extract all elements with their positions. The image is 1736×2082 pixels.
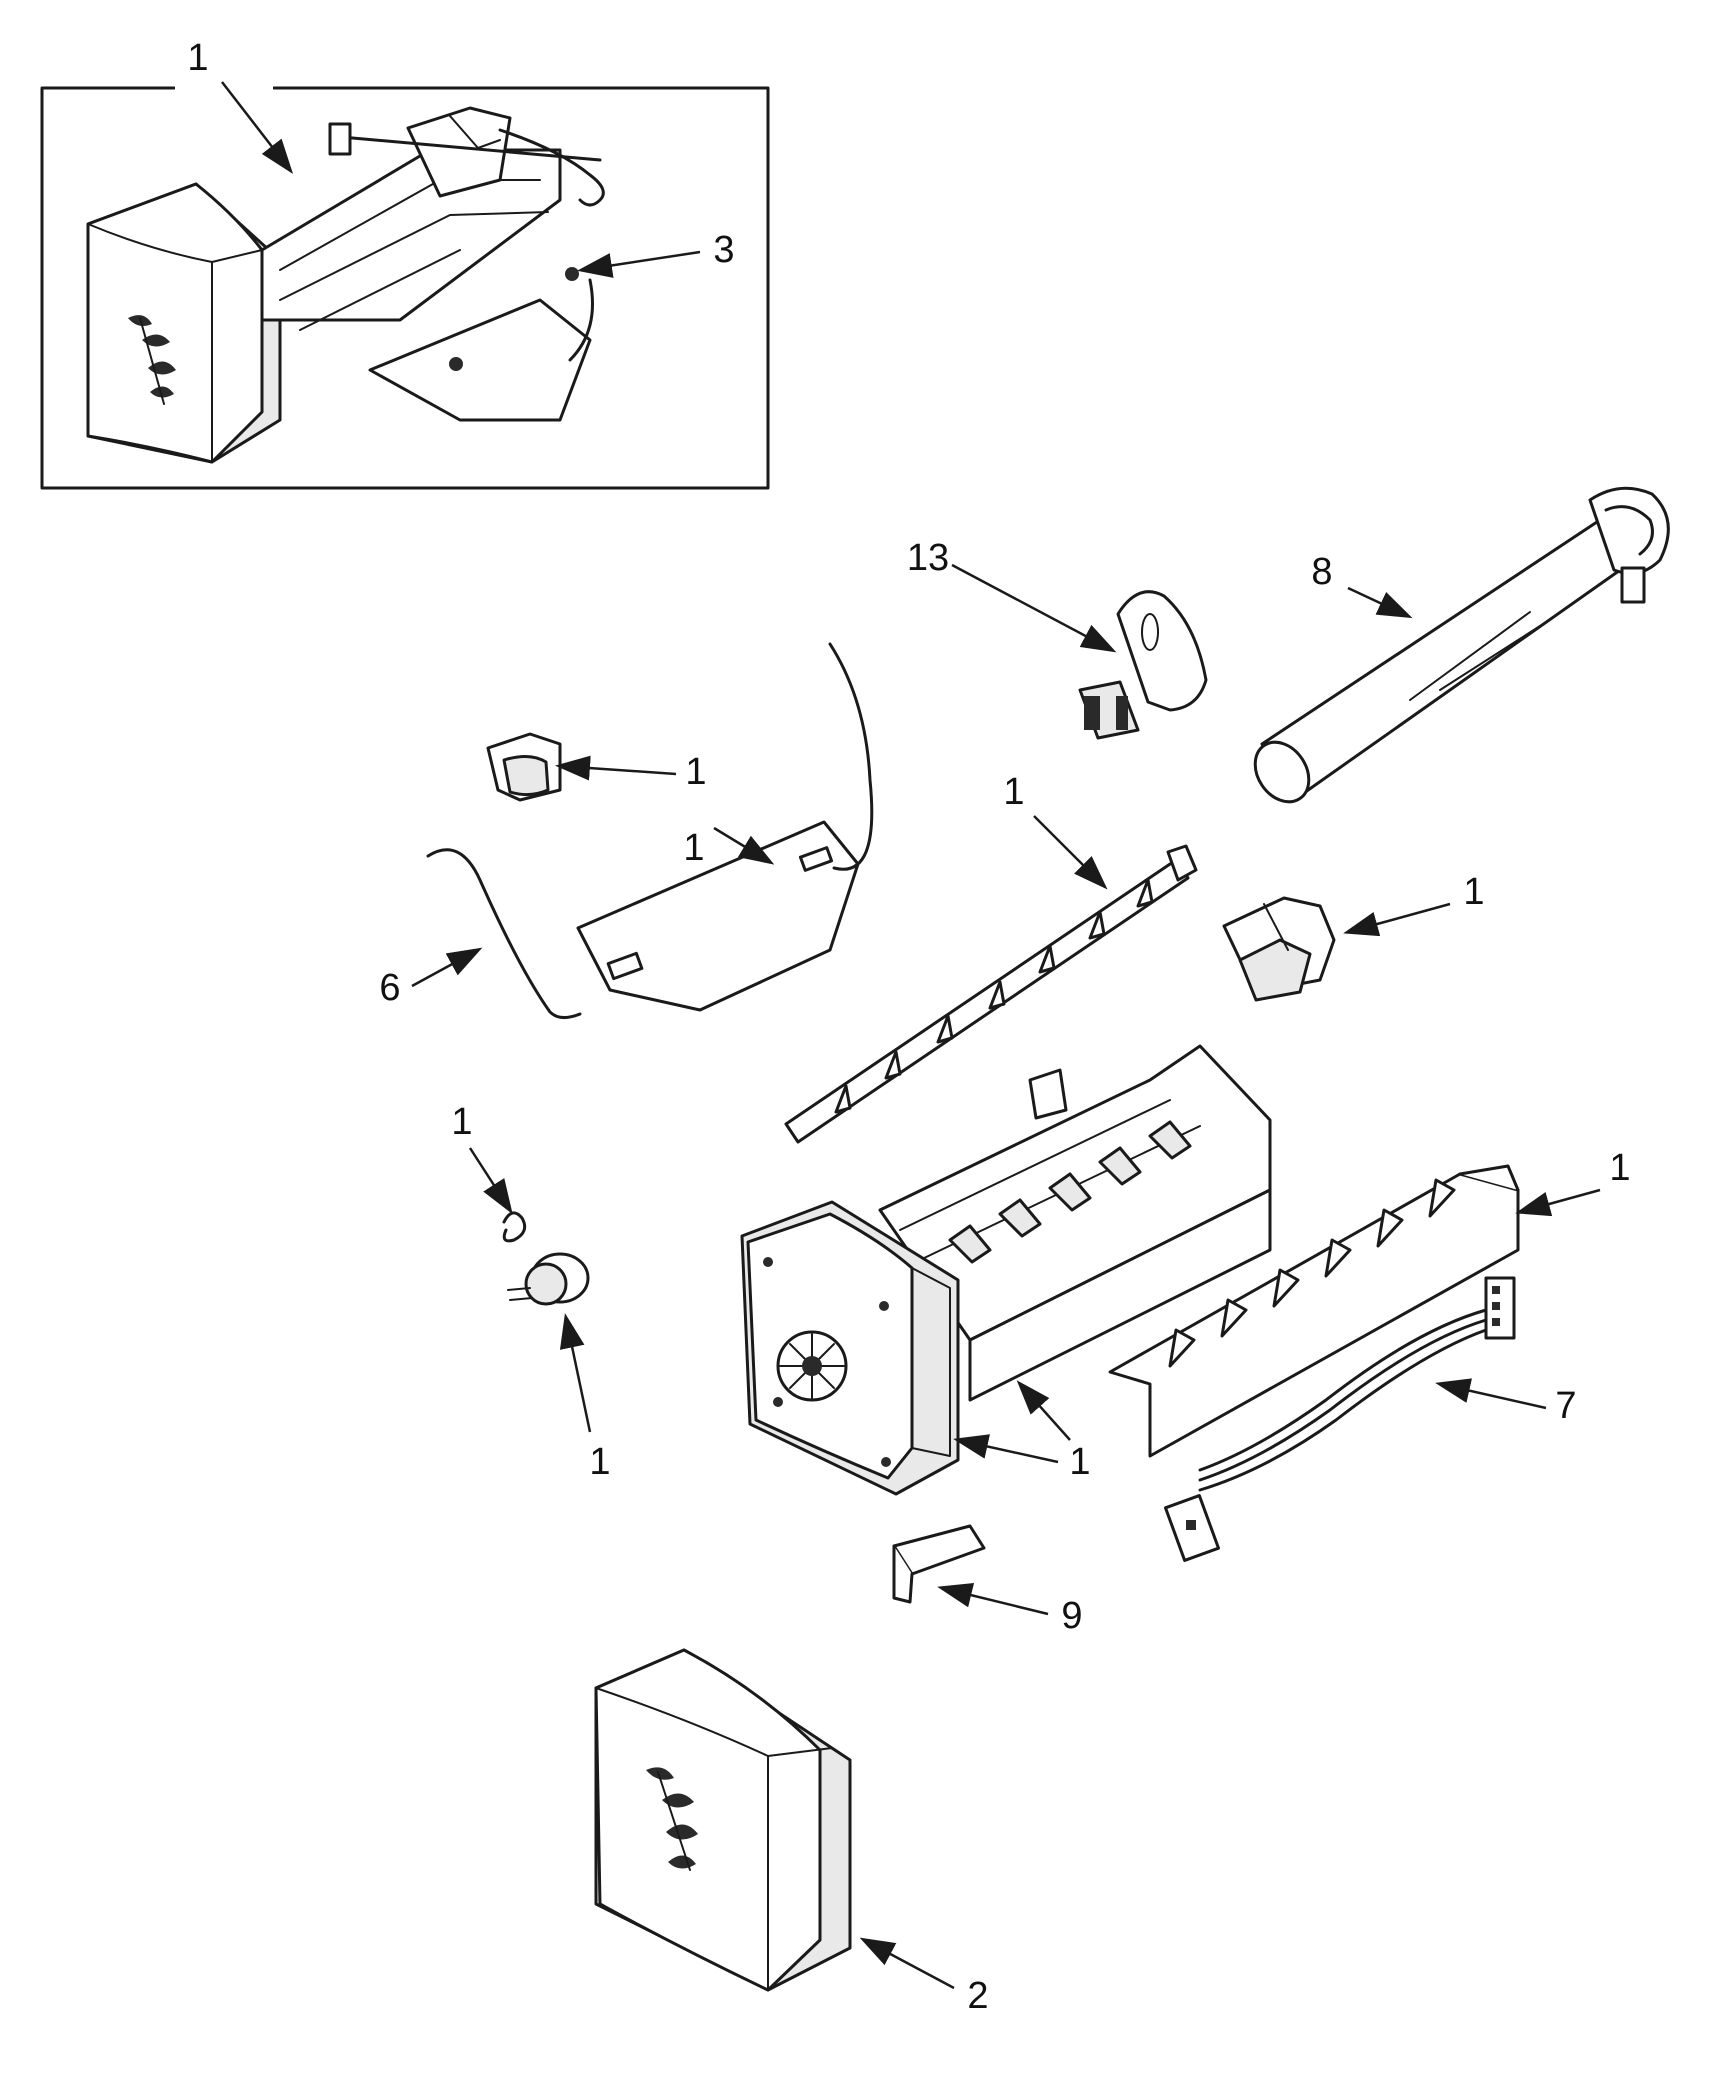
leaf-logo-cover (646, 1767, 698, 1871)
callout-1-clip: 1 (685, 751, 706, 793)
callout-7: 7 (1555, 1385, 1576, 1427)
screw-1 (565, 267, 579, 281)
callout-1-switch: 1 (1463, 871, 1484, 913)
callout-inset-3: 3 (713, 229, 734, 271)
callout-1-ejector: 1 (1003, 771, 1024, 813)
bracket: 9 (892, 1524, 1083, 1637)
clip: 1 (486, 732, 707, 802)
callout-1-stripper: 1 (1609, 1147, 1630, 1189)
callout-2: 2 (967, 1975, 988, 2017)
callout-inset-1: 1 (187, 37, 208, 79)
switch: 1 (1222, 871, 1485, 1002)
ice-maker-main: 1 1 (740, 1044, 1272, 1496)
callout-1-housing: 1 (1069, 1441, 1090, 1483)
callout-8: 8 (1311, 551, 1332, 593)
ejector: 1 (784, 771, 1198, 1144)
fill-tube: 8 (1253, 486, 1670, 804)
inset-assembly: 1 3 (40, 37, 770, 490)
callout-9: 9 (1061, 1595, 1082, 1637)
callout-13: 13 (907, 537, 949, 579)
screw-2 (449, 357, 463, 371)
spring-clip: 1 (451, 1101, 527, 1243)
thermostat: 1 (507, 1252, 611, 1483)
front-cover: 2 (594, 1648, 989, 2017)
callout-1-spring: 1 (451, 1101, 472, 1143)
shutoff-cover: 1 (576, 642, 874, 1012)
callout-1-motor: 1 (589, 1441, 610, 1483)
fill-cup: 13 (907, 537, 1208, 740)
stripper: 1 (1108, 1147, 1631, 1458)
callout-1-cover: 1 (683, 827, 704, 869)
inset-frame (40, 86, 770, 490)
callout-6: 6 (379, 967, 400, 1009)
leaf-logo-inset (128, 315, 176, 405)
shutoff-arm: 6 (379, 848, 582, 1019)
wire-harness: 7 (1164, 1276, 1577, 1562)
